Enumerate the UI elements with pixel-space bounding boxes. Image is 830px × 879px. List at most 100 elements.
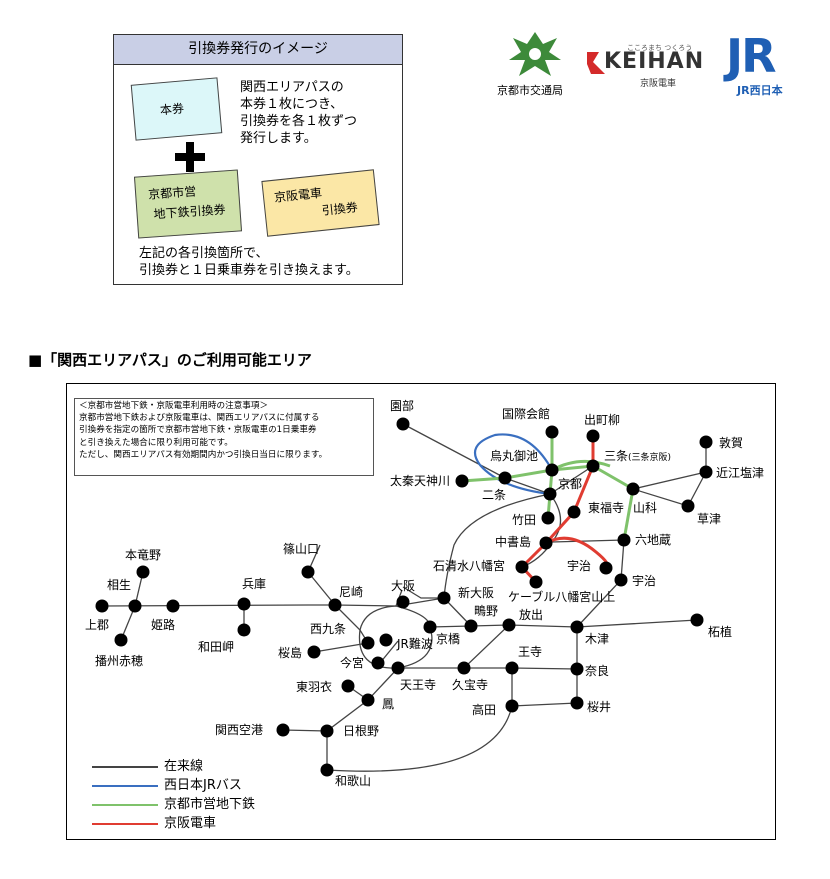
station-dot (502, 618, 516, 632)
keihan-tagline: こころまち つくろう (627, 44, 693, 52)
station-label-nishikujo: 西九条 (310, 622, 347, 636)
station-dot (539, 536, 553, 550)
station-label-karasuma: 烏丸御池 (490, 449, 539, 463)
station-dot (136, 565, 150, 579)
keihan-logo-text: KEIHAN (604, 49, 705, 74)
station-label-rokujizo: 六地蔵 (635, 533, 672, 547)
station-dot (570, 696, 584, 710)
station-label-kusatsu: 草津 (697, 512, 722, 526)
station-label-kizu: 木津 (585, 632, 610, 646)
tokaido-west (443, 493, 551, 599)
station-dot (237, 597, 251, 611)
station-dot (396, 417, 410, 431)
station-label-sasayamaguchi: 篠山口 (283, 542, 320, 556)
station-label-banshuako: 播州赤穂 (95, 654, 144, 668)
station-dot (570, 662, 584, 676)
fukuchiyama-line (307, 571, 336, 606)
station-label-shigino: 鴫野 (474, 604, 499, 618)
station-dot (95, 599, 109, 613)
wakayama-line (326, 705, 513, 772)
footer-line: 左記の各引換箇所で、 (139, 246, 269, 261)
description-line: 発行します。 (240, 131, 317, 146)
sakurai-line (511, 702, 578, 707)
station-label-sonobe: 園部 (390, 399, 415, 413)
station-label-chushojima: 中書島 (495, 535, 532, 549)
station-label-wakayama: 和歌山 (335, 774, 372, 788)
footer-line: 引換券と１日乗車券を引き換えます。 (139, 263, 359, 278)
station-label-amagasaki: 尼崎 (339, 585, 364, 599)
legend-keihan: 京阪電車 (164, 816, 217, 831)
station-dot (505, 661, 519, 675)
station-label-kamigori: 上郡 (85, 618, 110, 632)
station-dot (681, 499, 695, 513)
station-dot (599, 561, 613, 575)
station-label-tsuruga: 敦賀 (719, 436, 744, 450)
area-map-frame (66, 383, 776, 840)
legend-conventional: 在来線 (164, 759, 204, 774)
description-line: 引換券を各１枚ずつ (240, 114, 358, 129)
station-label-higashihagoromo: 東羽衣 (296, 680, 333, 694)
station-label-kyoto: 京都 (558, 477, 583, 491)
station-label-wadamisaki: 和田岬 (198, 640, 235, 654)
station-label-himeji: 姫路 (151, 618, 176, 632)
station-label-sanjo: 三条(三条京阪) (604, 449, 672, 463)
station-dot (545, 463, 559, 477)
station-label-omishiotsu: 近江塩津 (716, 466, 765, 480)
station-dot (320, 724, 334, 738)
station-dot (341, 679, 355, 693)
station-dot (237, 623, 251, 637)
nara-line-east (551, 539, 625, 543)
station-label-demachi: 出町柳 (584, 413, 621, 427)
station-label-hyogo: 兵庫 (242, 577, 267, 591)
tozai-line (461, 464, 635, 541)
station-dot (545, 425, 559, 439)
karasuma-line (546, 432, 554, 519)
legend-jr-bus: 西日本JRバス (164, 778, 242, 793)
station-label-uji-keihan: 宇治 (567, 559, 592, 573)
description-line: 関西エリアパスの (240, 80, 344, 95)
station-label-hineno: 日根野 (343, 724, 380, 738)
sanyo-line (101, 597, 445, 607)
station-label-kix: 関西空港 (215, 723, 264, 737)
plus-icon (186, 142, 194, 172)
station-dot (699, 435, 713, 449)
notice-line: 京都市営地下鉄および京阪電車は、関西エリアパスに付属する (79, 413, 320, 424)
station-label-tsuge: 柘植 (708, 625, 733, 639)
station-label-hanaten: 放出 (519, 608, 544, 622)
station-dots (95, 417, 713, 777)
kosei-link (632, 471, 707, 490)
station-label-tennoji: 天王寺 (400, 678, 437, 692)
station-dot (166, 599, 180, 613)
nara-line-north (521, 493, 562, 568)
station-dot (276, 723, 290, 737)
station-dot (690, 613, 704, 627)
yamatoji-line (464, 667, 578, 670)
keihan-mark-icon (587, 52, 605, 74)
station-dot (529, 575, 543, 589)
kansai-airport-line (282, 729, 328, 732)
station-label-oji: 王寺 (518, 645, 543, 659)
station-dot (515, 560, 529, 574)
station-label-sakurajima: 桜島 (278, 646, 303, 660)
notice-line: 引換券を指定の箇所で京都市営地下鉄・京阪電車の1日乗車券 (79, 425, 317, 436)
station-label-iwashimizu: 石清水八幡宮 (433, 559, 506, 573)
station-dot (361, 693, 375, 707)
station-label-yamashina: 山科 (633, 501, 658, 515)
notice-line: ただし、関西エリアパス有効期間内かつ引換日当日に限ります。 (79, 449, 328, 460)
station-dot (505, 699, 519, 713)
station-dot (586, 429, 600, 443)
station-label-kokusai: 国際会館 (502, 407, 551, 421)
station-dot (114, 633, 128, 647)
station-dot (617, 533, 631, 547)
station-dot (464, 619, 478, 633)
station-dot (301, 565, 315, 579)
station-label-kyobashi: 京橋 (436, 632, 461, 646)
hanwa-line (326, 667, 399, 770)
sakurajima-line (313, 642, 369, 653)
ticket-footer: 左記の各引換箇所で、 引換券と１日乗車券を引き換えます。 (139, 245, 359, 279)
station-dot (586, 459, 600, 473)
station-dot (423, 620, 437, 634)
ticket-description: 関西エリアパスの 本券１枚につき、 引換券を各１枚ずつ 発行します。 (240, 79, 357, 147)
station-label-shinosaka: 新大阪 (458, 586, 495, 600)
